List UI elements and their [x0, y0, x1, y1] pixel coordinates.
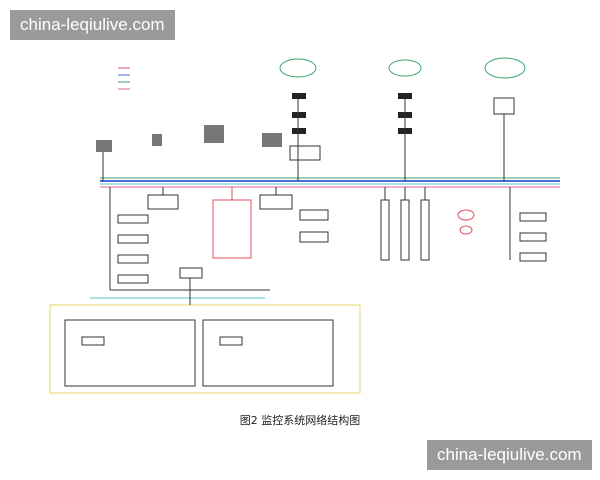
figure-caption: 图2 监控系统网络结构图: [239, 414, 361, 427]
legend: [118, 67, 130, 90]
computer-icons: [96, 125, 282, 152]
field-zone: [49, 304, 361, 394]
satellite-dish-left: [279, 58, 321, 161]
watermark-bottom: china-leqiulive.com: [427, 440, 592, 470]
middle-boxes: [117, 194, 547, 284]
satellite-dish-right: [484, 57, 526, 115]
main-bus: [100, 177, 560, 188]
watermark-top: china-leqiulive.com: [10, 10, 175, 40]
